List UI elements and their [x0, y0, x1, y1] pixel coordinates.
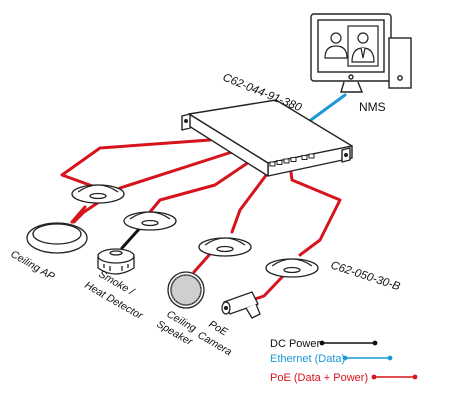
- legend-dc-power-label: DC Power: [270, 338, 320, 350]
- hub-4: [265, 258, 319, 278]
- ceiling-speaker-device: [167, 271, 205, 309]
- legend: DC Power Ethernet (Data) PoE (Data + Pow…: [270, 338, 418, 384]
- hub-3: [198, 237, 252, 257]
- nms-label: NMS: [359, 100, 386, 114]
- poe-switch: [181, 99, 353, 177]
- video-call-icon: [324, 25, 379, 67]
- legend-ethernet-label: Ethernet (Data): [270, 353, 345, 365]
- poe-cable-speaker: [148, 158, 254, 214]
- poe-cable-ap: [60, 138, 212, 190]
- ceiling-ap-device: [26, 222, 88, 254]
- legend-dc-power: DC Power: [270, 338, 378, 350]
- smoke-detector-device: [97, 248, 135, 275]
- poe-camera-device: [221, 291, 261, 319]
- switch-ports: [269, 153, 315, 167]
- dc-cable-smoke: [120, 226, 142, 250]
- camera-label-line2: Camera: [196, 329, 234, 358]
- poe-cable-ap-drop: [70, 205, 87, 224]
- legend-ethernet: Ethernet (Data): [270, 353, 393, 365]
- hub-1: [71, 184, 125, 204]
- ceiling-ap-label: Ceiling AP: [9, 248, 57, 283]
- poe-cable-speaker-drop: [192, 252, 212, 274]
- nms-computer: [310, 13, 412, 93]
- cable-model-label: C62-050-30-B: [329, 259, 402, 293]
- legend-poe-label: PoE (Data + Power): [270, 372, 368, 384]
- ceiling-hubs: [71, 184, 319, 278]
- hub-2: [123, 211, 177, 231]
- pc-tower: [388, 37, 412, 89]
- poe-cable-camera: [230, 168, 272, 234]
- legend-poe: PoE (Data + Power): [270, 372, 418, 384]
- poe-cable-right: [288, 163, 342, 257]
- poe-cable-camera-drop: [250, 273, 286, 302]
